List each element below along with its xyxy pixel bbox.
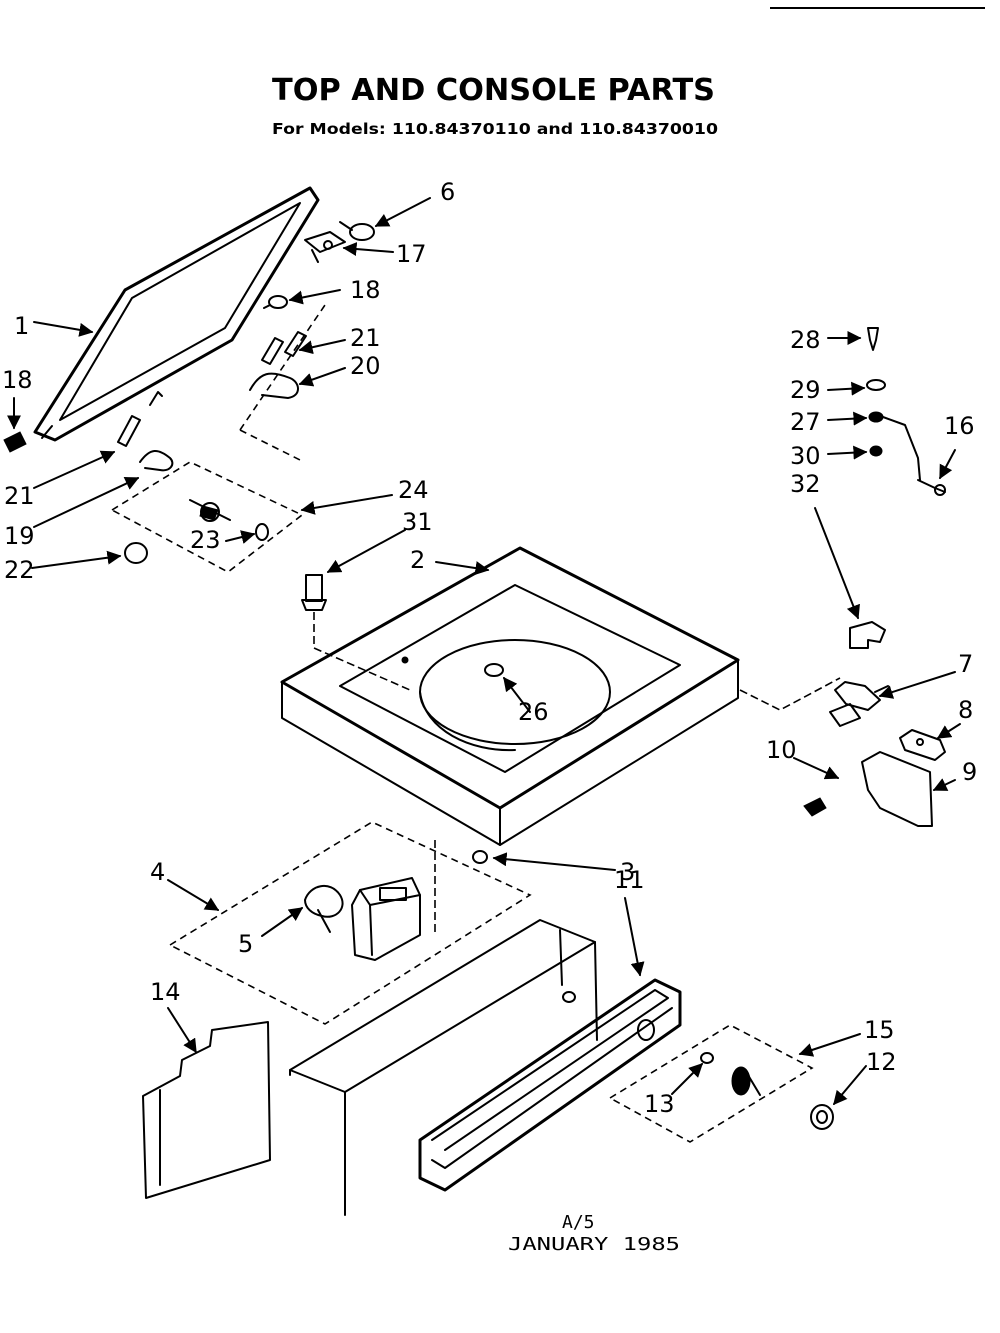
callout-29: 29: [790, 376, 821, 404]
bracket-32: [849, 621, 886, 649]
page-title: TOP AND CONSOLE PARTS: [272, 73, 715, 108]
callout-4: 4: [150, 858, 165, 886]
switch-8: [899, 729, 946, 761]
screw-18-top: [263, 295, 288, 309]
switch-leader-line: [739, 677, 841, 711]
lid-frame: [33, 186, 320, 442]
callout-7: 7: [958, 650, 973, 678]
callout-arrows: [7, 197, 961, 1106]
knob-12: [810, 1104, 834, 1130]
washer-top-2: [280, 546, 740, 846]
callout-6: 6: [440, 178, 455, 206]
page-reference: A/5: [562, 1212, 595, 1233]
knob-22: [124, 542, 148, 564]
callout-18-top: 18: [350, 276, 381, 304]
callout-32: 32: [790, 470, 821, 498]
plunger-31: [301, 574, 411, 691]
hinge-pins-21-20: [249, 331, 307, 399]
lid-switch-7: [829, 681, 889, 727]
console-cabinet: [289, 919, 598, 1216]
callout-30: 30: [790, 442, 821, 470]
callout-1: 1: [14, 312, 29, 340]
callout-31: 31: [402, 508, 433, 536]
callout-11: 11: [614, 866, 645, 894]
callout-14: 14: [150, 978, 181, 1006]
callout-18-left: 18: [2, 366, 33, 394]
callout-22: 22: [4, 556, 35, 584]
callout-13: 13: [644, 1090, 675, 1118]
console-11: [418, 978, 682, 1192]
callout-9: 9: [962, 758, 977, 786]
washer-29: [866, 379, 886, 391]
hinge-kit-box-24: [110, 461, 304, 573]
control-panel-4: [168, 821, 532, 1025]
callout-3: 3: [620, 858, 635, 886]
callout-10: 10: [766, 736, 797, 764]
switch-27-wire-16: [868, 411, 946, 496]
callout-27: 27: [790, 408, 821, 436]
plug-3: [434, 840, 488, 935]
callout-8: 8: [958, 696, 973, 724]
callout-26: 26: [518, 698, 549, 726]
model-subtitle: For Models: 110.84370110 and 110.8437001…: [272, 120, 718, 138]
callout-20: 20: [350, 352, 381, 380]
callout-21-top: 21: [350, 324, 381, 352]
callout-17: 17: [396, 240, 427, 268]
callout-16: 16: [944, 412, 975, 440]
callout-15: 15: [864, 1016, 895, 1044]
hinge-17: [304, 231, 346, 263]
revision-date: JANUARY 1985: [508, 1234, 680, 1255]
screw-10: [803, 797, 827, 817]
callout-24: 24: [398, 476, 429, 504]
knob-skirt: [731, 1066, 761, 1096]
spring-assembly-24: [189, 499, 231, 522]
callout-5: 5: [238, 930, 253, 958]
washer-23: [255, 523, 269, 541]
screw-18-left: [3, 431, 27, 453]
hinge-21-19-left: [117, 391, 174, 472]
bracket-9: [861, 751, 933, 827]
panel-14: [142, 1021, 271, 1199]
timer-5: [304, 885, 344, 933]
screw-28: [867, 327, 879, 351]
timer-housing: [351, 877, 421, 961]
callout-28: 28: [790, 326, 821, 354]
callout-23: 23: [190, 526, 221, 554]
nut-30: [869, 445, 883, 457]
hinge-kit-outline: [239, 304, 326, 461]
callout-2: 2: [410, 546, 425, 574]
callout-19: 19: [4, 522, 35, 550]
callout-12: 12: [866, 1048, 897, 1076]
knob-assembly-15: [608, 1024, 814, 1143]
bumper-6: [339, 221, 375, 241]
insert-13: [700, 1052, 714, 1064]
callout-21-left: 21: [4, 482, 35, 510]
